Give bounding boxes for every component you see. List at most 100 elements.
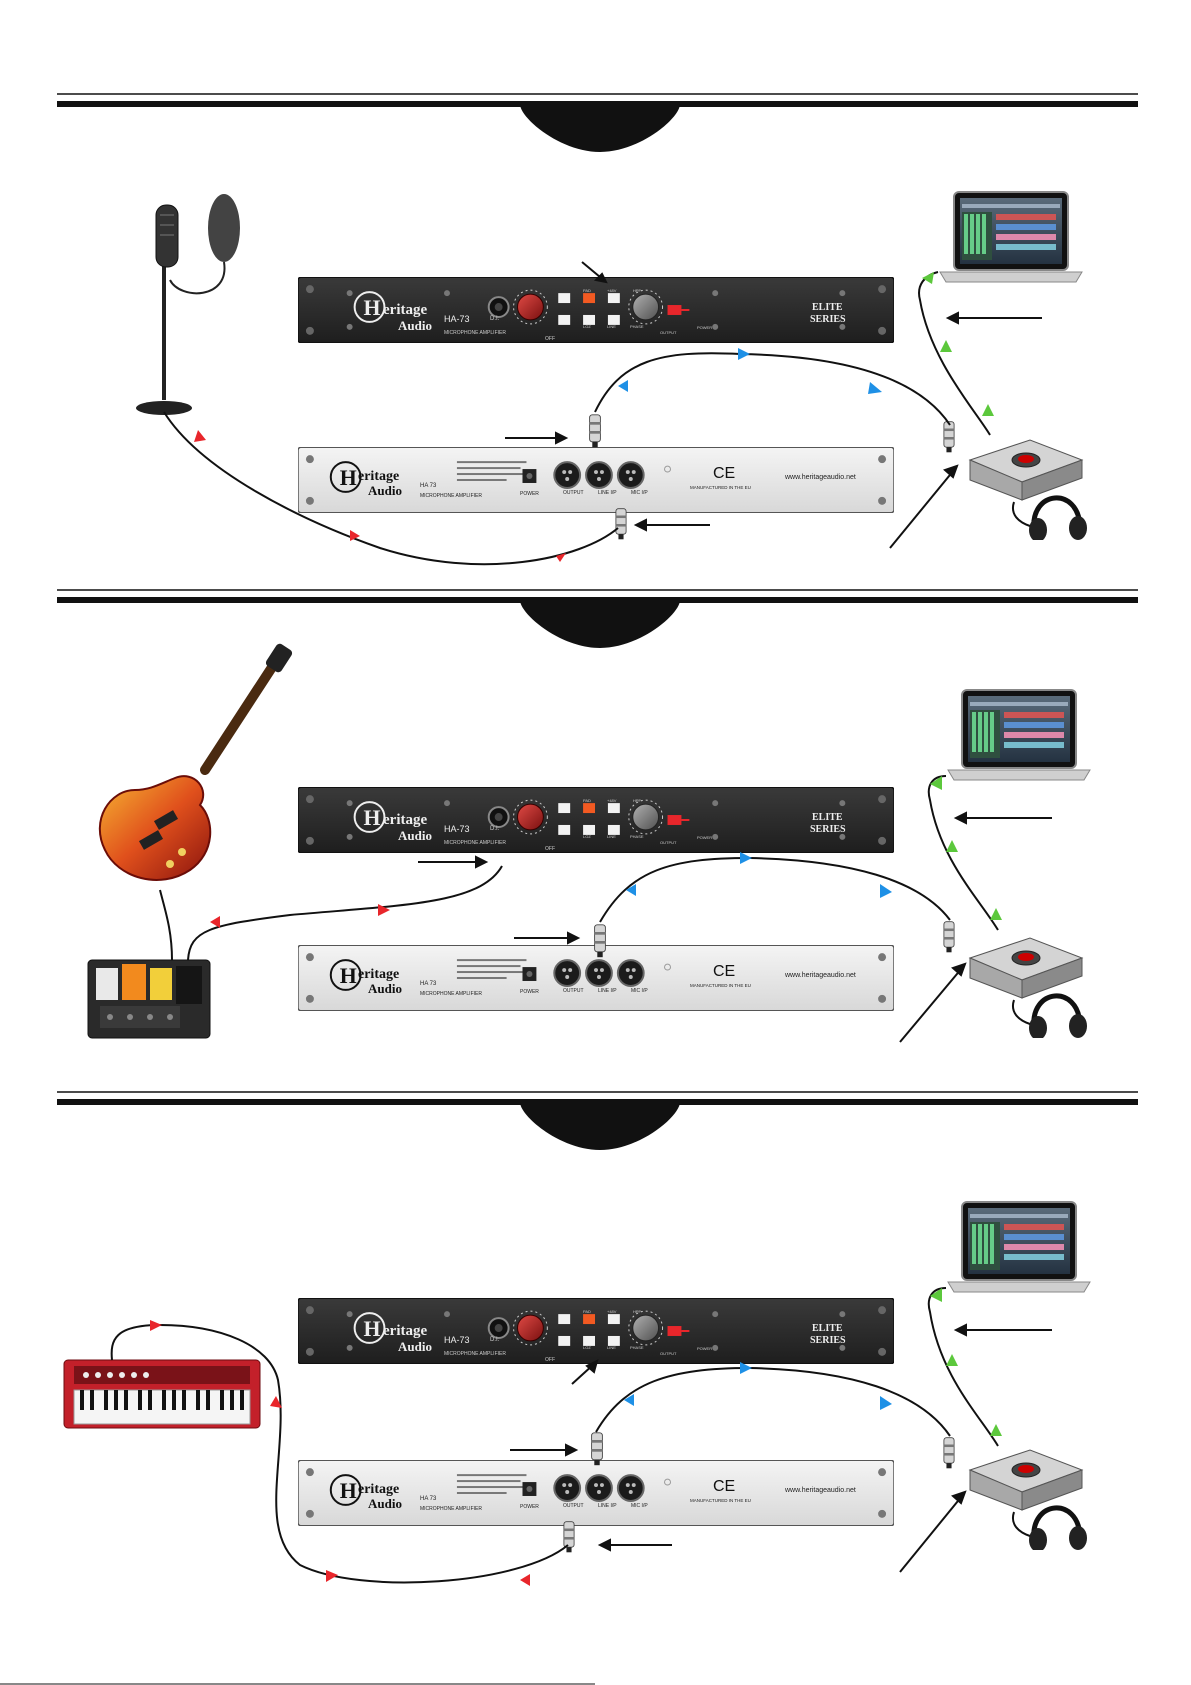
signal-arrow-green [930, 776, 942, 790]
brand-wordmark: eritage [358, 967, 399, 982]
xlr-plug-icon [943, 921, 955, 953]
rear-power-label: POWER [520, 1504, 539, 1510]
audio-interface-icon [970, 440, 1087, 542]
rear-output-label: OUTPUT [563, 490, 584, 496]
pointer-arrow [510, 1323, 1052, 1573]
power-switch-label: POWER [697, 1346, 712, 1351]
cable-interface-to-laptop [918, 271, 991, 436]
series-label-line1: ELITE [812, 1323, 843, 1334]
rear-mic-ip-label: MIC I/P [631, 988, 648, 994]
rear-line-ip-label: LINE I/P [598, 988, 617, 994]
switch-48v-label: +48V [607, 288, 617, 293]
ce-mark: CE [713, 465, 735, 482]
signal-arrow-blue [626, 884, 636, 896]
signal-arrow-blue [624, 1394, 634, 1406]
signal-arrow-blue [880, 884, 892, 898]
manufactured-note: MANUFACTURED IN THE EU [690, 485, 751, 490]
brand-wordmark: eritage [383, 812, 427, 828]
signal-arrow-green [946, 840, 958, 852]
signal-arrow-blue [738, 348, 750, 360]
manufactured-note: MANUFACTURED IN THE EU [690, 983, 751, 988]
brand-wordmark-sub: Audio [398, 318, 432, 333]
gain-off-label: OFF [545, 846, 555, 852]
cable-preamp-to-interface [595, 1366, 951, 1437]
website-url: www.heritageaudio.net [784, 474, 856, 481]
switch-loz-label: LOZ [583, 324, 591, 329]
brand-wordmark: eritage [383, 1323, 427, 1339]
switch-line-label: LINE [607, 1345, 616, 1350]
model-name: HA 73 [420, 981, 437, 987]
di-label: D.I. [490, 1337, 500, 1343]
manufactured-note: MANUFACTURED IN THE EU [690, 1498, 751, 1503]
xlr-plug-icon [615, 508, 627, 540]
website-url: www.heritageaudio.net [784, 972, 856, 979]
brand-wordmark-sub: Audio [368, 483, 402, 498]
rear-line-ip-label: LINE I/P [598, 490, 617, 496]
rear-power-label: POWER [520, 491, 539, 497]
switch-loz-label: LOZ [583, 834, 591, 839]
audio-interface-icon [970, 938, 1087, 1040]
signal-arrow-blue [880, 1396, 892, 1410]
rear-output-label: OUTPUT [563, 988, 584, 994]
signal-arrow-blue [740, 1362, 752, 1374]
cable-pedalboard-to-preamp [187, 865, 503, 961]
switch-pad-label: PAD [583, 288, 591, 293]
series-label-line1: ELITE [812, 812, 843, 823]
switch-48v-label: +48V [607, 798, 617, 803]
signal-arrow-green [946, 1354, 958, 1366]
gain-off-label: OFF [545, 336, 555, 342]
signal-arrow-green [982, 404, 994, 416]
model-name: HA 73 [420, 1496, 437, 1502]
gain-off-label: OFF [545, 1357, 555, 1363]
output-knob-label: OUTPUT [660, 330, 677, 335]
model-subtitle: MICROPHONE AMPLIFIER [444, 840, 506, 846]
cable-interface-to-laptop [927, 1287, 999, 1447]
signal-arrow-red [194, 430, 206, 442]
power-switch-label: POWER [697, 835, 712, 840]
series-label-line2: SERIES [810, 1335, 846, 1346]
model-subtitle: MICROPHONE AMPLIFIER [444, 1351, 506, 1357]
switch-phase-label: PHASE [630, 324, 644, 329]
pedalboard-icon [87, 959, 211, 1039]
ce-mark: CE [713, 1478, 735, 1495]
ce-mark: CE [713, 963, 735, 980]
signal-arrow-blue [618, 380, 628, 392]
switch-hpf-label: HPF [633, 798, 642, 803]
switch-phase-label: PHASE [630, 1345, 644, 1350]
signal-arrow-red [210, 916, 220, 928]
signal-arrow-red [150, 1320, 162, 1331]
rear-mic-ip-label: MIC I/P [631, 490, 648, 496]
power-switch-label: POWER [697, 325, 712, 330]
rear-output-label: OUTPUT [563, 1503, 584, 1509]
cable-preamp-to-interface [599, 856, 951, 923]
model-subtitle: MICROPHONE AMPLIFIER [420, 1506, 482, 1512]
di-label: D.I. [490, 316, 500, 322]
cable-interface-to-laptop [927, 775, 999, 931]
output-knob-label: OUTPUT [660, 840, 677, 845]
xlr-plug-icon [589, 414, 601, 448]
laptop-daw-icon [939, 191, 1083, 283]
rear-power-label: POWER [520, 989, 539, 995]
brand-wordmark: eritage [358, 469, 399, 484]
switch-hpf-label: HPF [633, 288, 642, 293]
signal-arrow-red [326, 1570, 338, 1582]
pointer-arrow [505, 261, 1042, 549]
output-knob-label: OUTPUT [660, 1351, 677, 1356]
section-banner-3 [57, 1091, 1138, 1150]
series-label-line2: SERIES [810, 314, 846, 325]
signal-arrow-green [930, 1288, 942, 1302]
rear-line-ip-label: LINE I/P [598, 1503, 617, 1509]
brand-wordmark-sub: Audio [398, 828, 432, 843]
signal-arrow-red [270, 1396, 282, 1408]
switch-loz-label: LOZ [583, 1345, 591, 1350]
switch-48v-label: +48V [607, 1309, 617, 1314]
xlr-plug-icon [943, 1437, 955, 1469]
model-name: HA-73 [444, 824, 470, 834]
website-url: www.heritageaudio.net [784, 1487, 856, 1494]
signal-arrow-green [990, 908, 1002, 920]
signal-arrow-red [520, 1574, 530, 1586]
cable-preamp-to-interface [594, 352, 951, 426]
microphone-stand-icon [136, 194, 240, 415]
switch-pad-label: PAD [583, 798, 591, 803]
